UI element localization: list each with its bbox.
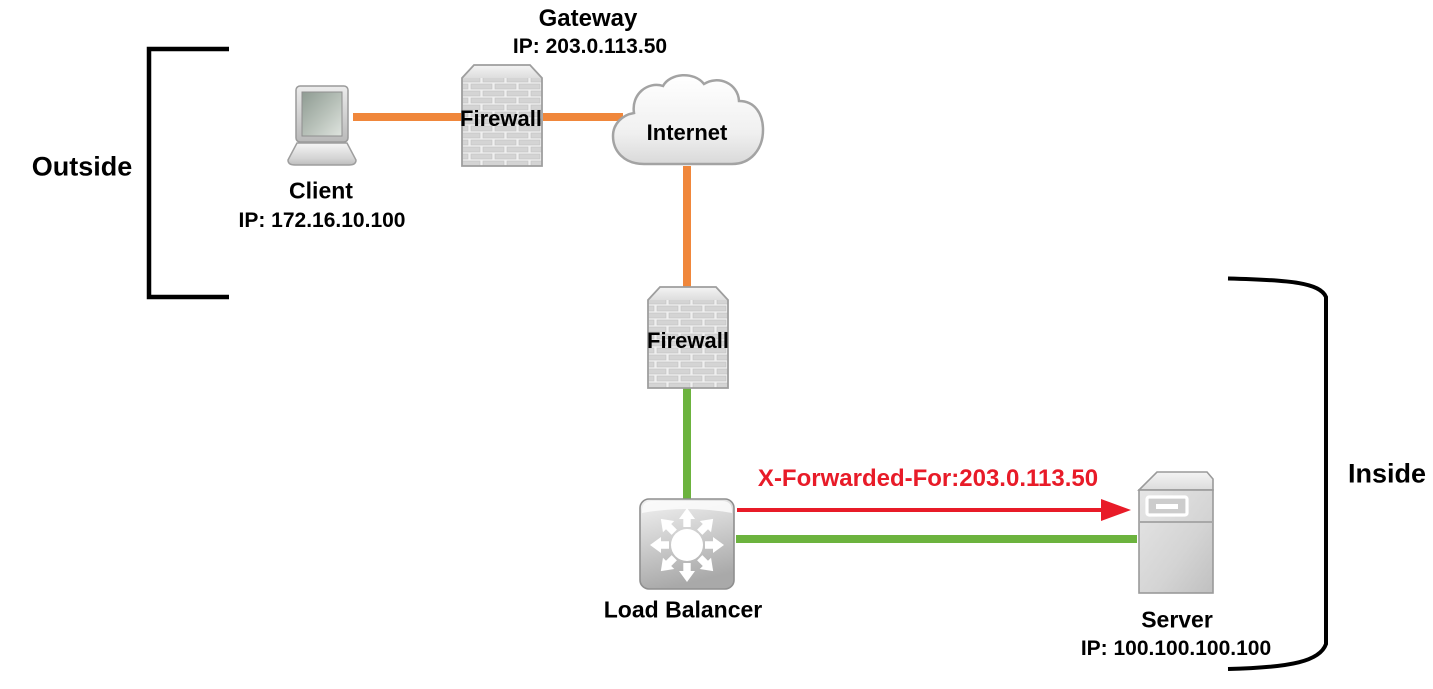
inside-bracket bbox=[1227, 276, 1328, 671]
xff-header-text: X-Forwarded-For:203.0.113.50 bbox=[757, 465, 1099, 492]
gateway-title: Gateway bbox=[538, 5, 638, 32]
outside-zone-label: Outside bbox=[31, 151, 133, 182]
internet-node bbox=[608, 72, 768, 170]
load-balancer-node bbox=[638, 497, 736, 591]
inside-zone-label: Inside bbox=[1347, 458, 1427, 489]
cloud-icon bbox=[611, 74, 765, 166]
server-node bbox=[1133, 466, 1219, 596]
server-ip: IP: 100.100.100.100 bbox=[1080, 637, 1272, 660]
inner-firewall-label: Firewall bbox=[647, 328, 729, 353]
load-balancer-icon bbox=[639, 498, 735, 590]
firewall-icon bbox=[461, 64, 543, 167]
gateway-ip: IP: 203.0.113.50 bbox=[512, 35, 668, 58]
outside-bracket bbox=[146, 46, 229, 300]
laptop-icon bbox=[287, 85, 357, 166]
gateway-firewall-label: Firewall bbox=[460, 106, 542, 131]
firewall-icon bbox=[647, 286, 729, 389]
client-node bbox=[286, 85, 358, 167]
internet-label: Internet bbox=[646, 120, 728, 145]
load-balancer-label: Load Balancer bbox=[603, 596, 763, 623]
client-ip: IP: 172.16.10.100 bbox=[238, 209, 406, 232]
server-label: Server bbox=[1141, 606, 1213, 633]
client-label: Client bbox=[289, 177, 353, 204]
gateway-firewall-node bbox=[458, 62, 546, 168]
inner-firewall-node bbox=[644, 284, 732, 390]
server-icon bbox=[1137, 471, 1214, 594]
